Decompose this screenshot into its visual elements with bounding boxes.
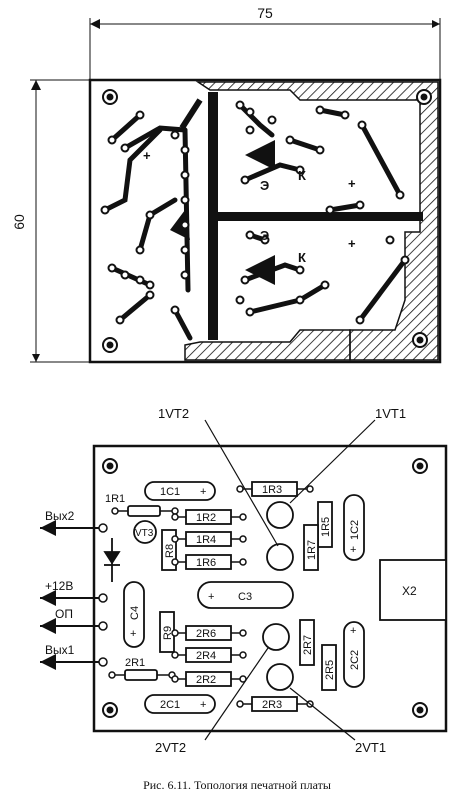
label-r8: R8: [164, 544, 176, 558]
callout-leaders: [204, 419, 376, 741]
plus-mark-lower: +: [348, 236, 356, 251]
components-outline: [123, 481, 447, 714]
collector-mark-lower: К: [298, 250, 306, 265]
diode-symbol: [103, 538, 121, 582]
ground-plane-bottom: [184, 329, 351, 361]
label-2c2: 2C2: [349, 650, 361, 670]
output-1-label: Вых1: [45, 643, 75, 657]
common-label: ОП: [55, 607, 73, 621]
ground-plane-right: [195, 81, 439, 361]
label-1r2: 1R2: [196, 512, 216, 524]
emitter-mark-upper: Э: [260, 178, 269, 193]
diagonal-bus-trace: [179, 98, 203, 130]
height-dimension: [30, 79, 90, 363]
label-2r4: 2R4: [196, 650, 216, 662]
callout-2vt1: 2VT1: [355, 740, 386, 755]
vertical-bus-trace: [208, 92, 218, 340]
label-1r5: 1R5: [320, 517, 332, 537]
connector-arrows: [40, 520, 100, 670]
label-c4: C4: [129, 606, 141, 620]
width-dimension: [89, 18, 441, 80]
label-plus-2c1: +: [200, 699, 206, 711]
label-plus-1c1: +: [200, 486, 206, 498]
label-2r2: 2R2: [196, 674, 216, 686]
transistor-pad-left: [170, 210, 190, 240]
collector-mark-upper: К: [298, 168, 306, 183]
height-dimension-label: 60: [11, 214, 27, 230]
label-2r7: 2R7: [302, 635, 314, 655]
output-2-label: Вых2: [45, 509, 75, 523]
plus-mark-upper: +: [348, 176, 356, 191]
label-plus-c4: +: [130, 628, 136, 640]
copper-side-view: 75 60: [11, 5, 442, 364]
label-x2: X2: [402, 584, 417, 598]
label-1r3: 1R3: [262, 484, 282, 496]
label-2r5: 2R5: [324, 660, 336, 680]
label-c3: C3: [238, 591, 252, 603]
plus-mark-left: +: [143, 148, 151, 163]
label-1r7: 1R7: [306, 540, 318, 560]
supply-12v-label: +12В: [45, 579, 73, 593]
label-1c2: 1C2: [349, 520, 361, 540]
transistor-pad-lower: [245, 255, 275, 285]
connector-pads: [98, 523, 108, 667]
label-2r6: 2R6: [196, 628, 216, 640]
label-2r1: 2R1: [125, 657, 145, 669]
figure-caption: Рис. 6.11. Топология печатной платы: [143, 778, 331, 792]
label-r9: R9: [162, 626, 174, 640]
label-1c1: 1C1: [160, 486, 180, 498]
component-side-view: Вых2 +12В ОП Вых1: [40, 406, 448, 755]
solder-pads: [100, 100, 410, 325]
label-2c1: 2C1: [160, 699, 180, 711]
label-2r3: 2R3: [262, 699, 282, 711]
callout-2vt2: 2VT2: [155, 740, 186, 755]
transistor-pad-upper: [245, 140, 275, 170]
width-dimension-label: 75: [257, 5, 273, 21]
label-vt3: VT3: [135, 528, 154, 539]
label-1r6: 1R6: [196, 557, 216, 569]
emitter-mark-lower: Э: [260, 228, 269, 243]
label-1r1: 1R1: [105, 493, 125, 505]
label-plus-2c2: +: [350, 625, 356, 637]
lead-pads: [108, 485, 314, 708]
mounting-holes-top: [102, 89, 432, 353]
label-1r4: 1R4: [196, 534, 216, 546]
horizontal-bus-trace: [218, 212, 423, 221]
label-plus-1c2: +: [350, 544, 356, 556]
label-plus-c3: +: [208, 591, 214, 603]
mounting-holes-bottom: [102, 458, 428, 718]
callout-1vt2: 1VT2: [158, 406, 189, 421]
callout-1vt1: 1VT1: [375, 406, 406, 421]
